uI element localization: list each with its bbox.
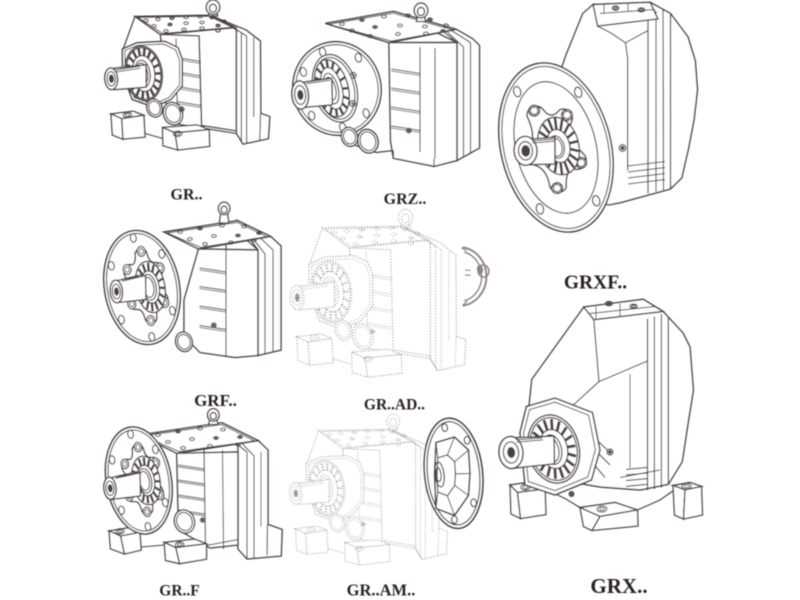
svg-text:GR..: GR.. <box>171 187 203 204</box>
svg-text:GRX..: GRX.. <box>590 574 647 598</box>
svg-text:GRZ..: GRZ.. <box>384 191 427 208</box>
svg-text:GR..AD..: GR..AD.. <box>364 397 425 414</box>
svg-text:GR..AM..: GR..AM.. <box>347 581 416 600</box>
svg-text:GRXF..: GRXF.. <box>564 273 627 294</box>
svg-text:GR..F: GR..F <box>159 583 199 600</box>
svg-text:GRF..: GRF.. <box>194 391 237 410</box>
